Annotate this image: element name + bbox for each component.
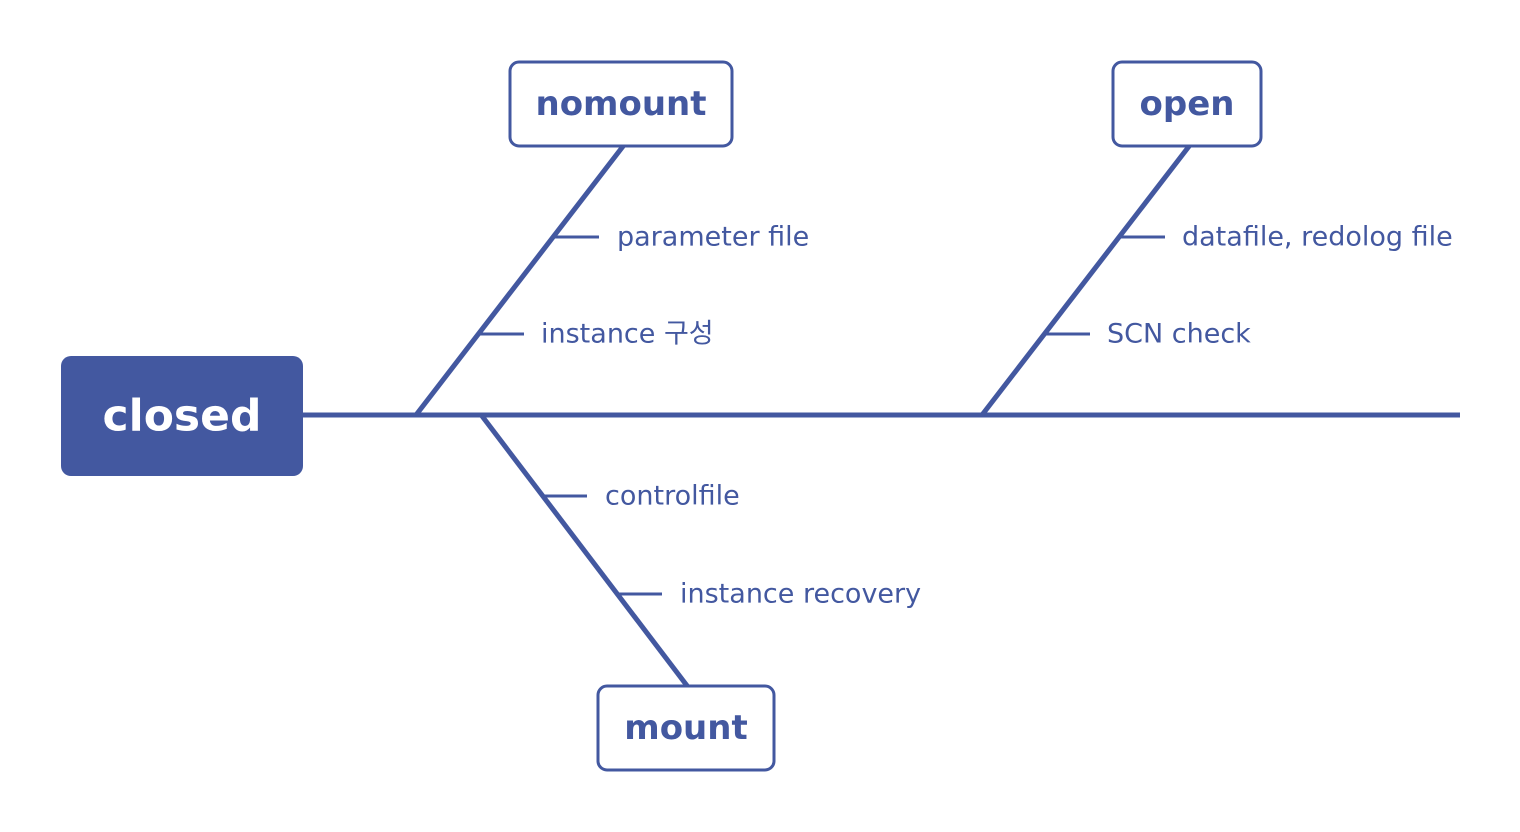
root-node-box (61, 356, 303, 476)
root-node-label: closed (103, 391, 262, 442)
open-item-1-label: datafile, redolog file (1182, 222, 1453, 253)
open-node-box (1111, 60, 1263, 148)
open-branch-line (980, 143, 1192, 417)
open-item-2-label: SCN check (1107, 319, 1251, 350)
nomount-item-1-label: parameter file (617, 222, 809, 253)
stage-node-open: open (1111, 60, 1263, 148)
mount-item-1-label: controlfile (605, 481, 740, 512)
nomount-node-box (508, 60, 734, 148)
stage-node-nomount: nomount (508, 60, 734, 148)
root-node-closed: closed (61, 356, 303, 476)
mount-node-label: mount (624, 708, 747, 748)
nomount-item-2-label: instance 구성 (541, 319, 714, 350)
stage-node-mount: mount (596, 684, 776, 772)
nomount-branch-line (414, 143, 626, 417)
mount-node-box (596, 684, 776, 772)
mount-branch-line (480, 414, 690, 689)
nomount-node-label: nomount (535, 84, 706, 124)
open-node-label: open (1140, 84, 1235, 124)
mount-item-2-label: instance recovery (680, 579, 921, 610)
